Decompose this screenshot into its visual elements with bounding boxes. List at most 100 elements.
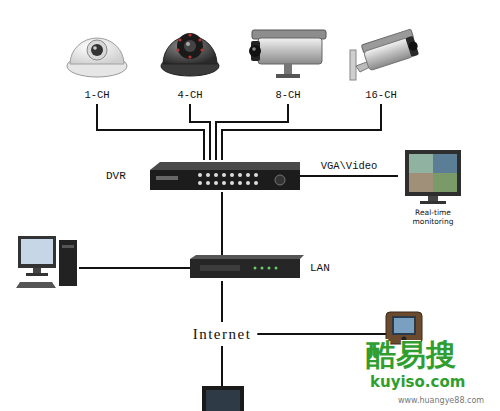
monitor-screen (409, 154, 433, 173)
dvr-recorder (198, 181, 202, 185)
desktop-computer (59, 240, 77, 286)
monitor-screen (405, 150, 461, 196)
desktop-computer (18, 236, 56, 268)
dvr-recorder (214, 181, 218, 185)
laptop-computer (202, 386, 244, 411)
bullet-camera (350, 50, 356, 80)
network-switch (254, 267, 257, 270)
connector-line (97, 104, 204, 160)
network-switch (190, 255, 304, 278)
camera-label: 16-CH (365, 89, 397, 101)
dvr-recorder (230, 173, 234, 177)
monitor-screen (420, 201, 446, 204)
handheld-device (392, 316, 416, 335)
ir-dome-camera (177, 33, 203, 59)
camera-label: 8-CH (275, 89, 300, 101)
laptop-computer (206, 390, 240, 411)
node-text: 4-CH (177, 89, 202, 101)
box-camera (284, 64, 292, 74)
watermark: 酷易搜 (366, 338, 456, 372)
dvr-recorder (246, 173, 250, 177)
ir-dome-camera (198, 38, 201, 41)
node-text: 16-CH (365, 89, 397, 101)
monitor-box: Real-time monitoring (398, 150, 468, 226)
dvr-recorder (238, 173, 242, 177)
dome-camera (67, 38, 127, 77)
ir-dome-camera (188, 55, 191, 58)
box-camera (252, 47, 256, 51)
node-text: Real-time monitoring (398, 208, 468, 226)
ir-dome-camera (161, 33, 219, 76)
node-text: DVR (106, 160, 126, 192)
dvr-recorder (254, 173, 258, 177)
monitor-screen (409, 173, 433, 192)
network-switch (275, 267, 278, 270)
dvr-recorder (246, 181, 250, 185)
dvr-recorder (198, 173, 202, 177)
edge-label: VGA\Video (319, 160, 380, 172)
connector-line (190, 104, 210, 160)
ir-dome-camera (178, 38, 181, 41)
dvr-recorder (230, 181, 234, 185)
desktop-computer (21, 239, 53, 264)
node-text: Internet (191, 325, 254, 343)
network-switch (190, 255, 304, 259)
connector-line (221, 281, 223, 322)
monitor-screen (433, 173, 457, 192)
network-switch (200, 265, 240, 271)
dvr-recorder (206, 181, 210, 185)
dvr-recorder (275, 175, 285, 185)
dvr-recorder (254, 181, 258, 185)
desktop-computer (33, 268, 41, 273)
ir-dome-camera (200, 48, 203, 51)
dvr-recorder (222, 181, 226, 185)
node-text: 1-CH (84, 89, 109, 101)
dvr-recorder (222, 173, 226, 177)
monitor-screen (405, 150, 461, 204)
network-switch (268, 267, 271, 270)
desktop-computer (26, 273, 48, 276)
switch-box: LAN (190, 255, 340, 281)
box-camera (249, 30, 326, 78)
watermark: www.huangye88.com (398, 396, 484, 406)
node-text: LAN (310, 255, 330, 281)
connector-line (216, 104, 288, 160)
box-camera (249, 45, 261, 57)
dvr-recorder (206, 173, 210, 177)
dome-camera (70, 38, 124, 64)
dome-camera (87, 40, 107, 60)
camera-label: 4-CH (177, 89, 202, 101)
bullet-camera (361, 29, 420, 71)
network-cable (79, 267, 190, 269)
connector-line (300, 175, 398, 177)
network-switch (261, 267, 264, 270)
network-cable (257, 333, 386, 335)
monitor-screen (428, 196, 438, 201)
dvr-recorder (150, 162, 300, 190)
internet-node: Internet (191, 325, 254, 343)
node-text: 8-CH (275, 89, 300, 101)
bullet-camera (408, 40, 419, 51)
dvr-recorder (156, 176, 178, 180)
box-camera (276, 74, 300, 78)
bullet-camera (350, 29, 421, 80)
dvr-recorder (214, 173, 218, 177)
bullet-camera (363, 38, 413, 71)
network-cable (221, 346, 223, 386)
network-switch (190, 259, 300, 278)
handheld-device (394, 318, 414, 333)
ir-dome-camera (188, 33, 191, 36)
ir-dome-camera (176, 48, 179, 51)
desktop-computer (62, 245, 74, 248)
bullet-camera (405, 36, 419, 57)
laptop-computer (202, 386, 244, 411)
monitor-screen (409, 154, 457, 192)
desktop-computer (16, 236, 77, 288)
connector-line (221, 192, 223, 255)
dvr-recorder (238, 181, 242, 185)
dvr-box: DVR (100, 160, 300, 192)
box-camera (258, 38, 322, 64)
ir-dome-camera (163, 36, 217, 64)
dome-camera (91, 44, 103, 56)
